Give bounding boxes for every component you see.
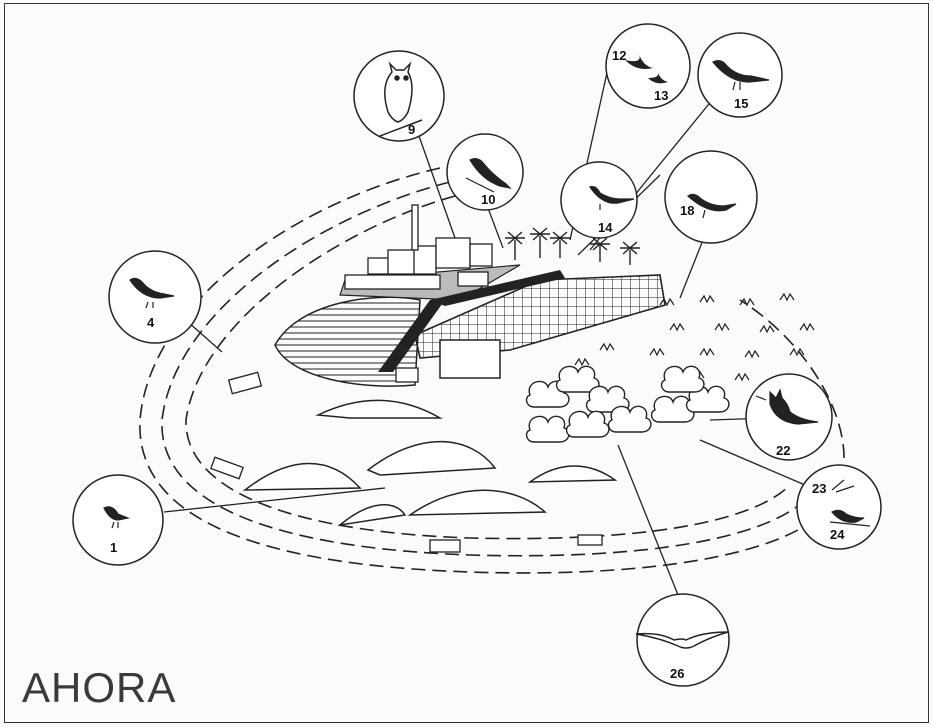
small-house xyxy=(396,368,418,382)
callout-22-number: 22 xyxy=(776,443,790,458)
storage-building xyxy=(440,340,500,378)
town-buildings xyxy=(345,205,492,289)
callout-18: 18 xyxy=(665,151,757,243)
callout-9: 9 xyxy=(354,51,444,141)
callout-12-13: 12 13 xyxy=(606,24,690,108)
callout-10-number: 10 xyxy=(481,192,495,207)
callout-22: 22 xyxy=(746,374,832,460)
callout-14: 14 xyxy=(561,162,637,238)
callout-24-number: 24 xyxy=(830,527,845,542)
callout-4-number: 4 xyxy=(147,315,155,330)
callout-23-number: 23 xyxy=(812,481,826,496)
callout-26: 26 xyxy=(636,594,729,686)
callout-18-number: 18 xyxy=(680,203,694,218)
callout-14-number: 14 xyxy=(598,220,613,235)
callout-15: 15 xyxy=(698,33,782,117)
callout-26-number: 26 xyxy=(670,666,684,681)
callout-4: 4 xyxy=(109,251,201,343)
bushes xyxy=(527,366,729,442)
callout-9-number: 9 xyxy=(408,122,415,137)
palm-trees xyxy=(505,228,640,265)
callout-15-number: 15 xyxy=(734,96,748,111)
callout-1-number: 1 xyxy=(110,540,117,555)
callout-12-number: 12 xyxy=(612,48,626,63)
callout-1: 1 xyxy=(73,475,163,565)
callout-23-24: 23 24 xyxy=(797,465,881,549)
callout-10: 10 xyxy=(447,134,523,210)
lighthouse-tower xyxy=(412,205,418,250)
caption-title: AHORA xyxy=(22,664,176,712)
callout-13-number: 13 xyxy=(654,88,668,103)
